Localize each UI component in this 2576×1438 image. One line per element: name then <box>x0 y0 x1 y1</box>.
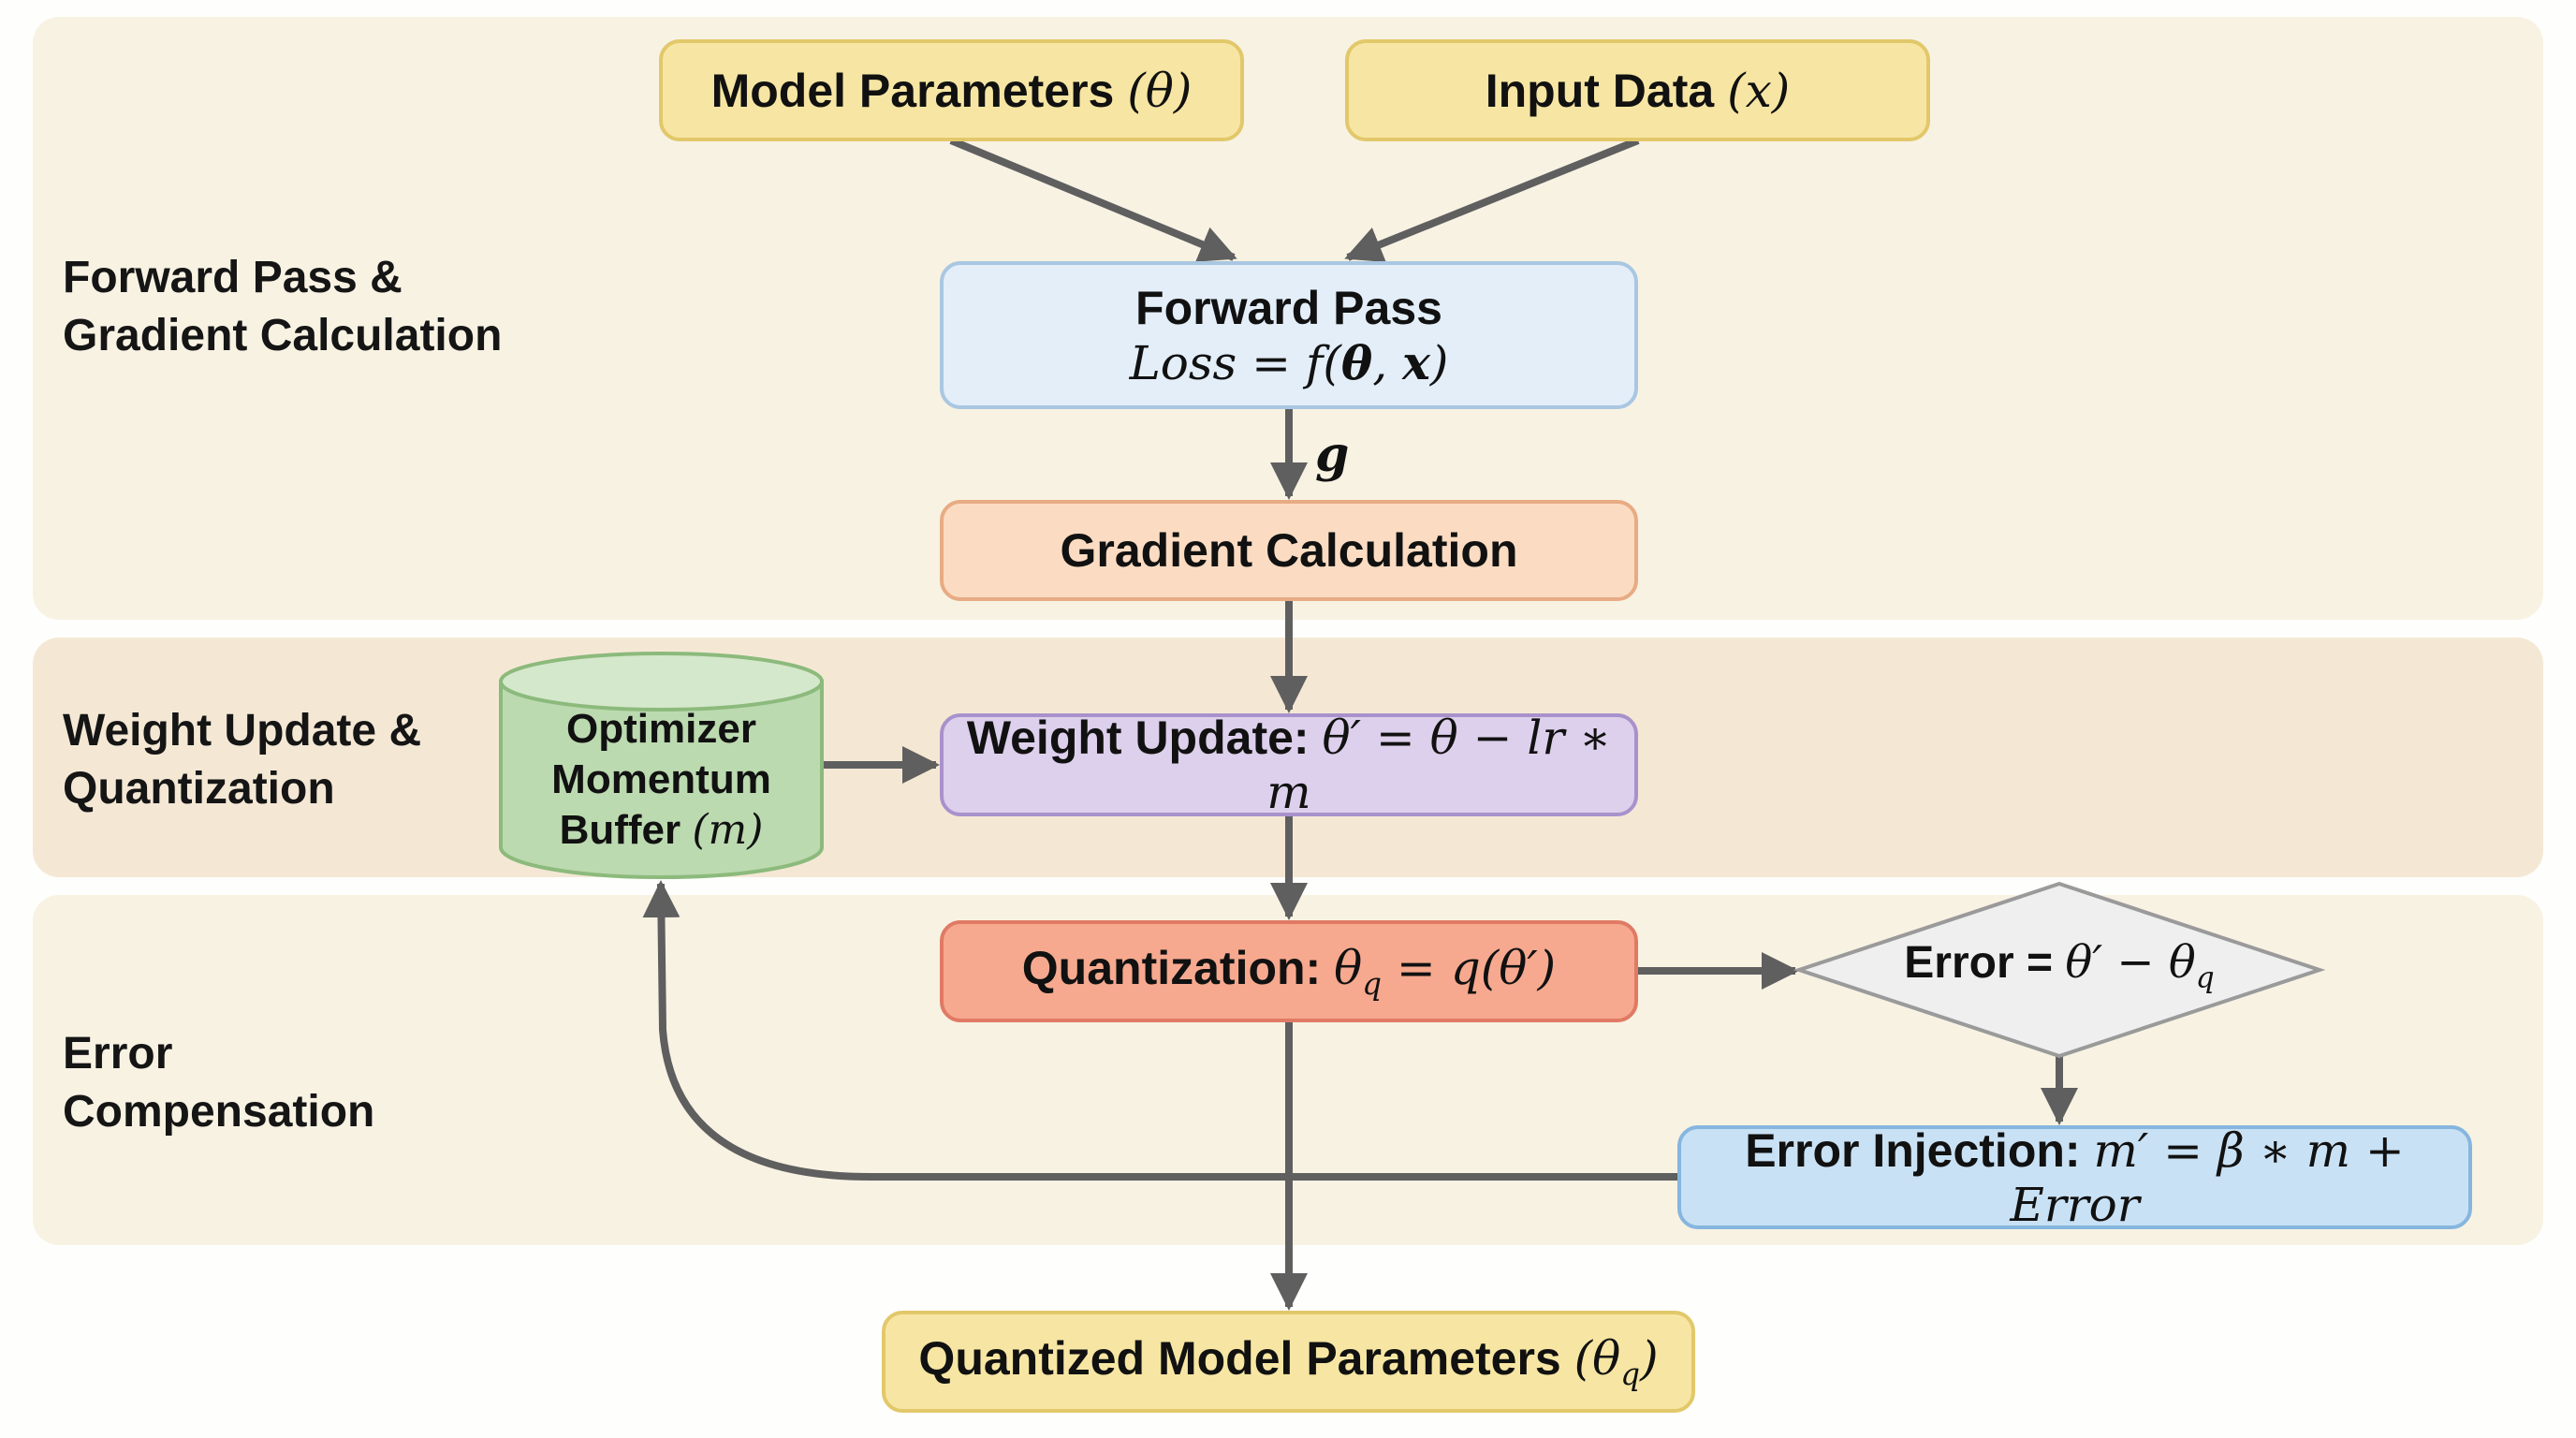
weight-update-node[interactable]: Weight Update: θ′ = θ − lr ∗ m <box>940 711 1638 819</box>
quantization-node[interactable]: Quantization: θq = q(θ′) <box>940 920 1638 1022</box>
formula-subscript: q <box>1362 966 1383 1002</box>
error-injection-formula: m′ = β ∗ m + Error <box>2010 1123 2405 1232</box>
gradient-edge-label: g <box>1315 426 1350 483</box>
band-label-error-compensation: Error Compensation <box>63 1025 374 1141</box>
band-label-line: Weight Update & <box>63 706 422 756</box>
formula-part: θ <box>1334 941 1363 995</box>
arrow-params-to-forward <box>949 137 1237 262</box>
node-title: Forward Pass <box>1135 281 1442 334</box>
weight-update-formula: θ′ = θ − lr ∗ m <box>1266 711 1612 819</box>
node-label: Error Injection: <box>1745 1123 2081 1177</box>
error-diamond <box>1793 881 2326 1059</box>
loss-formula: Loss = f(θ, x) <box>1130 335 1449 390</box>
node-label: Weight Update: <box>966 712 1310 764</box>
model-parameters-node[interactable]: Model Parameters (θ) <box>659 39 1244 141</box>
band-label-forward-gradient: Forward Pass & Gradient Calculation <box>63 249 502 365</box>
gradient-calculation-node[interactable]: Gradient Calculation <box>940 500 1638 601</box>
input-data-node[interactable]: Input Data (x) <box>1345 39 1930 141</box>
node-label: Gradient Calculation <box>1060 524 1518 577</box>
quantization-formula: θq = q(θ′) <box>1334 941 1557 1002</box>
theta-q-symbol: (θq) <box>1573 1331 1659 1392</box>
formula-subscript: q <box>2195 961 2215 995</box>
error-injection-node[interactable]: Error Injection: m′ = β ∗ m + Error <box>1677 1123 2472 1232</box>
formula-part: = q(θ′) <box>1382 941 1557 995</box>
band-label-line: Compensation <box>63 1087 375 1137</box>
m-symbol: (m) <box>692 806 764 854</box>
node-label: Quantized Model Parameters <box>918 1332 1561 1385</box>
buffer-label-line: Optimizer <box>566 706 756 752</box>
formula-part: Loss = f( <box>1129 335 1341 390</box>
formula-part: θ′ − θ <box>2065 936 2196 989</box>
momentum-buffer-label[interactable]: Optimizer Momentum Buffer (m) <box>501 704 822 856</box>
band-label-line: Forward Pass & <box>63 253 402 302</box>
formula-part: (θ <box>1573 1331 1621 1386</box>
formula-part: x <box>1402 334 1430 390</box>
x-symbol: (x) <box>1727 63 1791 118</box>
arrow-injection-to-buffer <box>642 880 1677 1181</box>
forward-pass-node[interactable]: Forward Pass Loss = f(θ, x) <box>940 261 1638 409</box>
formula-part: , <box>1372 335 1403 390</box>
formula-part: ) <box>1640 1331 1659 1386</box>
band-label-line: Error <box>63 1029 173 1078</box>
arrow-input-to-forward <box>1344 137 1640 263</box>
momentum-buffer-cylinder <box>499 652 824 879</box>
buffer-label-line: Buffer <box>559 807 681 853</box>
band-label-line: Quantization <box>63 764 335 814</box>
node-label: Model Parameters <box>710 64 1115 117</box>
error-diamond-label[interactable]: Error = θ′ − θq <box>1799 936 2320 995</box>
node-label: Quantization: <box>1021 942 1322 994</box>
formula-subscript: q <box>1620 1357 1641 1392</box>
quantized-model-parameters-node[interactable]: Quantized Model Parameters (θq) <box>882 1311 1695 1413</box>
buffer-label-line: Momentum <box>551 756 771 802</box>
band-label-weight-update: Weight Update & Quantization <box>63 702 421 818</box>
theta-symbol: (θ) <box>1127 63 1193 118</box>
error-formula: θ′ − θq <box>2065 936 2214 995</box>
band-label-line: Gradient Calculation <box>63 311 503 360</box>
formula-part: θ <box>1340 334 1373 390</box>
formula-part: ) <box>1429 335 1449 390</box>
node-label: Input Data <box>1485 64 1715 117</box>
node-label: Error = <box>1904 938 2053 988</box>
